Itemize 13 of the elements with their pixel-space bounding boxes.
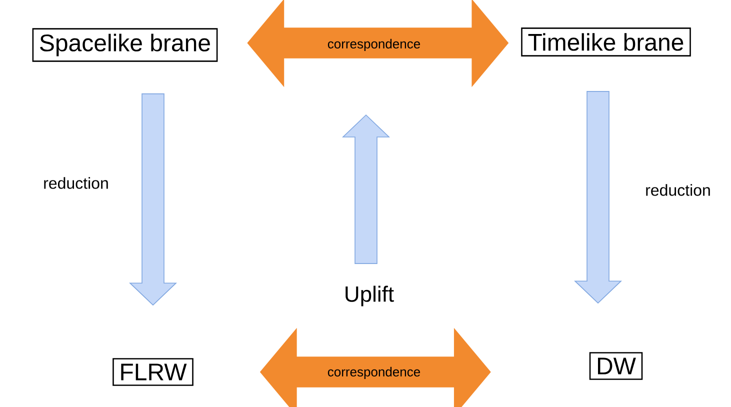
text-box: Timelike brane: [521, 28, 691, 56]
block-arrow: [129, 93, 177, 306]
text-box: FLRW: [112, 358, 194, 386]
edge-label: reduction: [44, 177, 108, 189]
node-label: Uplift: [346, 286, 394, 306]
text-box: DW: [589, 352, 643, 380]
edge-label: correspondence: [328, 38, 420, 52]
text-box: Spacelike brane: [32, 28, 218, 62]
edge-label: reduction: [646, 184, 710, 196]
edge-label: correspondence: [328, 366, 420, 380]
block-arrow: [342, 114, 390, 264]
block-arrow: [574, 91, 622, 304]
double-arrow: [247, 0, 509, 88]
